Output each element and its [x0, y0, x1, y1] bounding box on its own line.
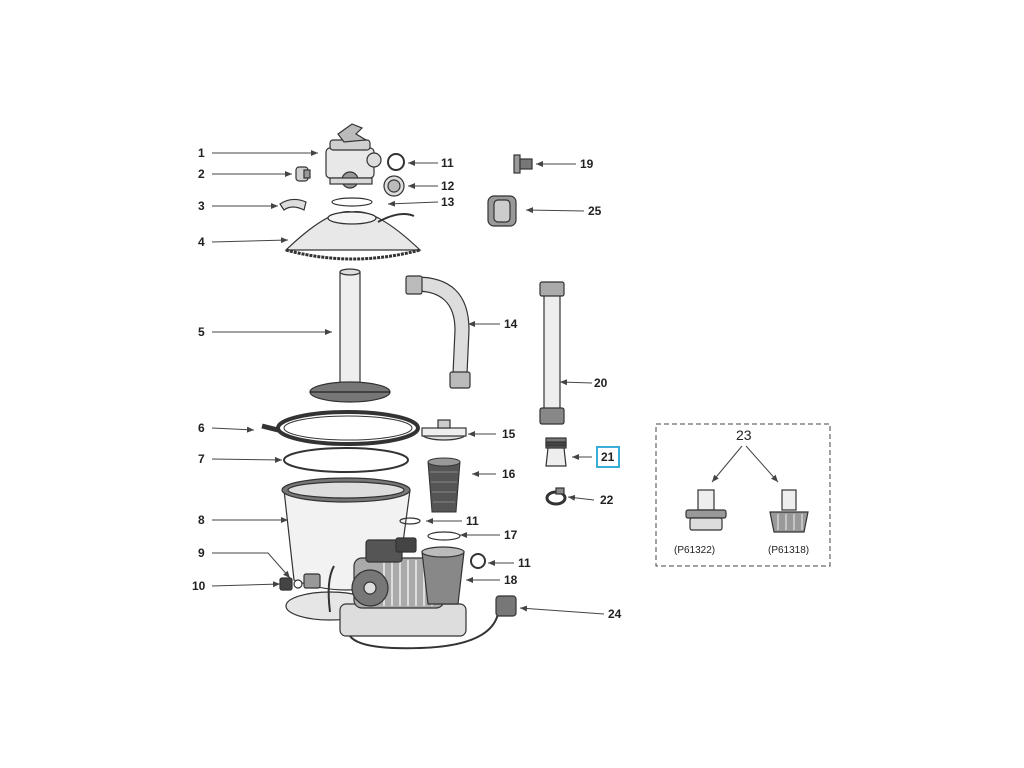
part-label-21: 21 [601, 450, 615, 464]
part-label-18: 18 [504, 573, 518, 587]
variant-right-code: (P61318) [768, 545, 810, 556]
part-6-tank-clamp [261, 410, 420, 446]
part-label-20: 20 [594, 376, 608, 390]
part-label-1: 1 [198, 146, 205, 160]
part-label-13: 13 [441, 195, 455, 209]
part-23-variant-left [685, 489, 727, 531]
part-label-2: 2 [198, 167, 205, 181]
part-15-strainer-lid [421, 419, 467, 441]
highlight-box-21 [596, 446, 620, 468]
part-22-hose-clamp [545, 487, 567, 506]
part-label-15: 15 [502, 427, 516, 441]
inset-box-23 [655, 423, 831, 567]
part-label-10: 10 [192, 579, 206, 593]
part-label-11-right: 11 [518, 556, 531, 570]
part-label-24: 24 [608, 607, 622, 621]
part-4-tank-lid [284, 211, 422, 261]
part-5-lateral-assembly [309, 268, 391, 403]
part-label-17: 17 [504, 528, 518, 542]
part-11-oring-middle [399, 517, 421, 525]
part-label-3: 3 [198, 199, 205, 213]
part-label-12: 12 [441, 179, 455, 193]
part-11-oring-right [470, 553, 486, 569]
part-label-19: 19 [580, 157, 594, 171]
part-label-25: 25 [588, 204, 602, 218]
part-label-11-top: 11 [441, 156, 454, 170]
part-23-variant-right [769, 489, 809, 533]
leader-lines [211, 150, 779, 615]
part-13-oring [331, 197, 373, 207]
part-19-drain-plug [513, 154, 533, 174]
part-12-cap [383, 175, 405, 197]
part-11-oring-top [387, 153, 405, 171]
part-20-pipe [539, 281, 565, 425]
part-label-9: 9 [198, 546, 205, 560]
part-16-strainer-basket [427, 457, 461, 513]
part-label-14: 14 [504, 317, 518, 331]
part-18-pump [339, 537, 467, 637]
part-3-clamp-handle [279, 198, 307, 211]
part-label-11-middle: 11 [466, 514, 479, 528]
part-21-adapter [545, 437, 567, 467]
variant-left-code: (P61322) [674, 545, 716, 556]
part-17-oring [427, 531, 461, 541]
part-9-10-drain [279, 573, 321, 591]
part-1-multiport-valve [325, 123, 382, 189]
part-label-16: 16 [502, 467, 516, 481]
part-2-gauge [295, 166, 311, 182]
part-label-7: 7 [198, 452, 205, 466]
part-label-4: 4 [198, 235, 205, 249]
part-7-tank-oring [283, 447, 409, 473]
part-14-hose [405, 275, 471, 389]
part-24-power-cord [327, 565, 517, 650]
part-label-5: 5 [198, 325, 205, 339]
part-25-union-nut [487, 195, 517, 227]
part-label-6: 6 [198, 421, 205, 435]
part-label-8: 8 [198, 513, 205, 527]
inset-label-23: 23 [736, 427, 752, 443]
part-label-22: 22 [600, 493, 614, 507]
